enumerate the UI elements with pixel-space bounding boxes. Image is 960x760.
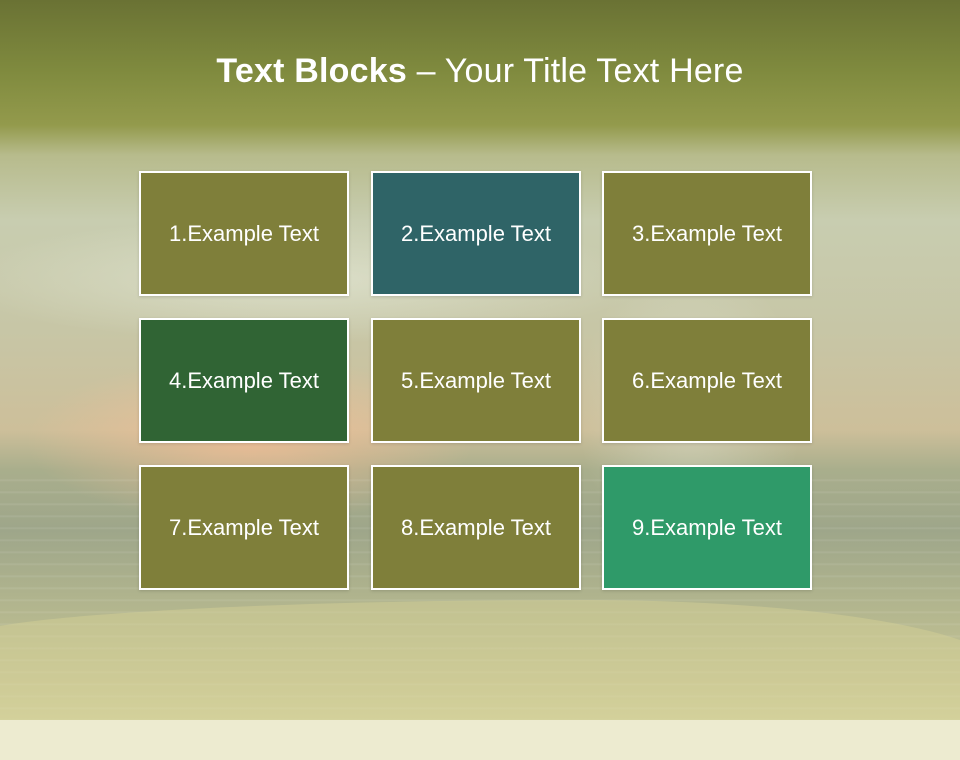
- slide-title: Text Blocks – Your Title Text Here: [0, 52, 960, 91]
- text-block-7: 7.Example Text: [139, 465, 349, 590]
- text-block-1: 1.Example Text: [139, 171, 349, 296]
- text-block-9: 9.Example Text: [602, 465, 812, 590]
- text-block-3: 3.Example Text: [602, 171, 812, 296]
- text-block-6: 6.Example Text: [602, 318, 812, 443]
- text-block-5: 5.Example Text: [371, 318, 581, 443]
- title-bold-part: Text Blocks: [216, 52, 407, 90]
- text-block-grid: 1.Example Text 2.Example Text 3.Example …: [139, 171, 812, 590]
- text-block-8: 8.Example Text: [371, 465, 581, 590]
- text-block-4: 4.Example Text: [139, 318, 349, 443]
- title-rest-part: – Your Title Text Here: [406, 52, 744, 90]
- text-block-2: 2.Example Text: [371, 171, 581, 296]
